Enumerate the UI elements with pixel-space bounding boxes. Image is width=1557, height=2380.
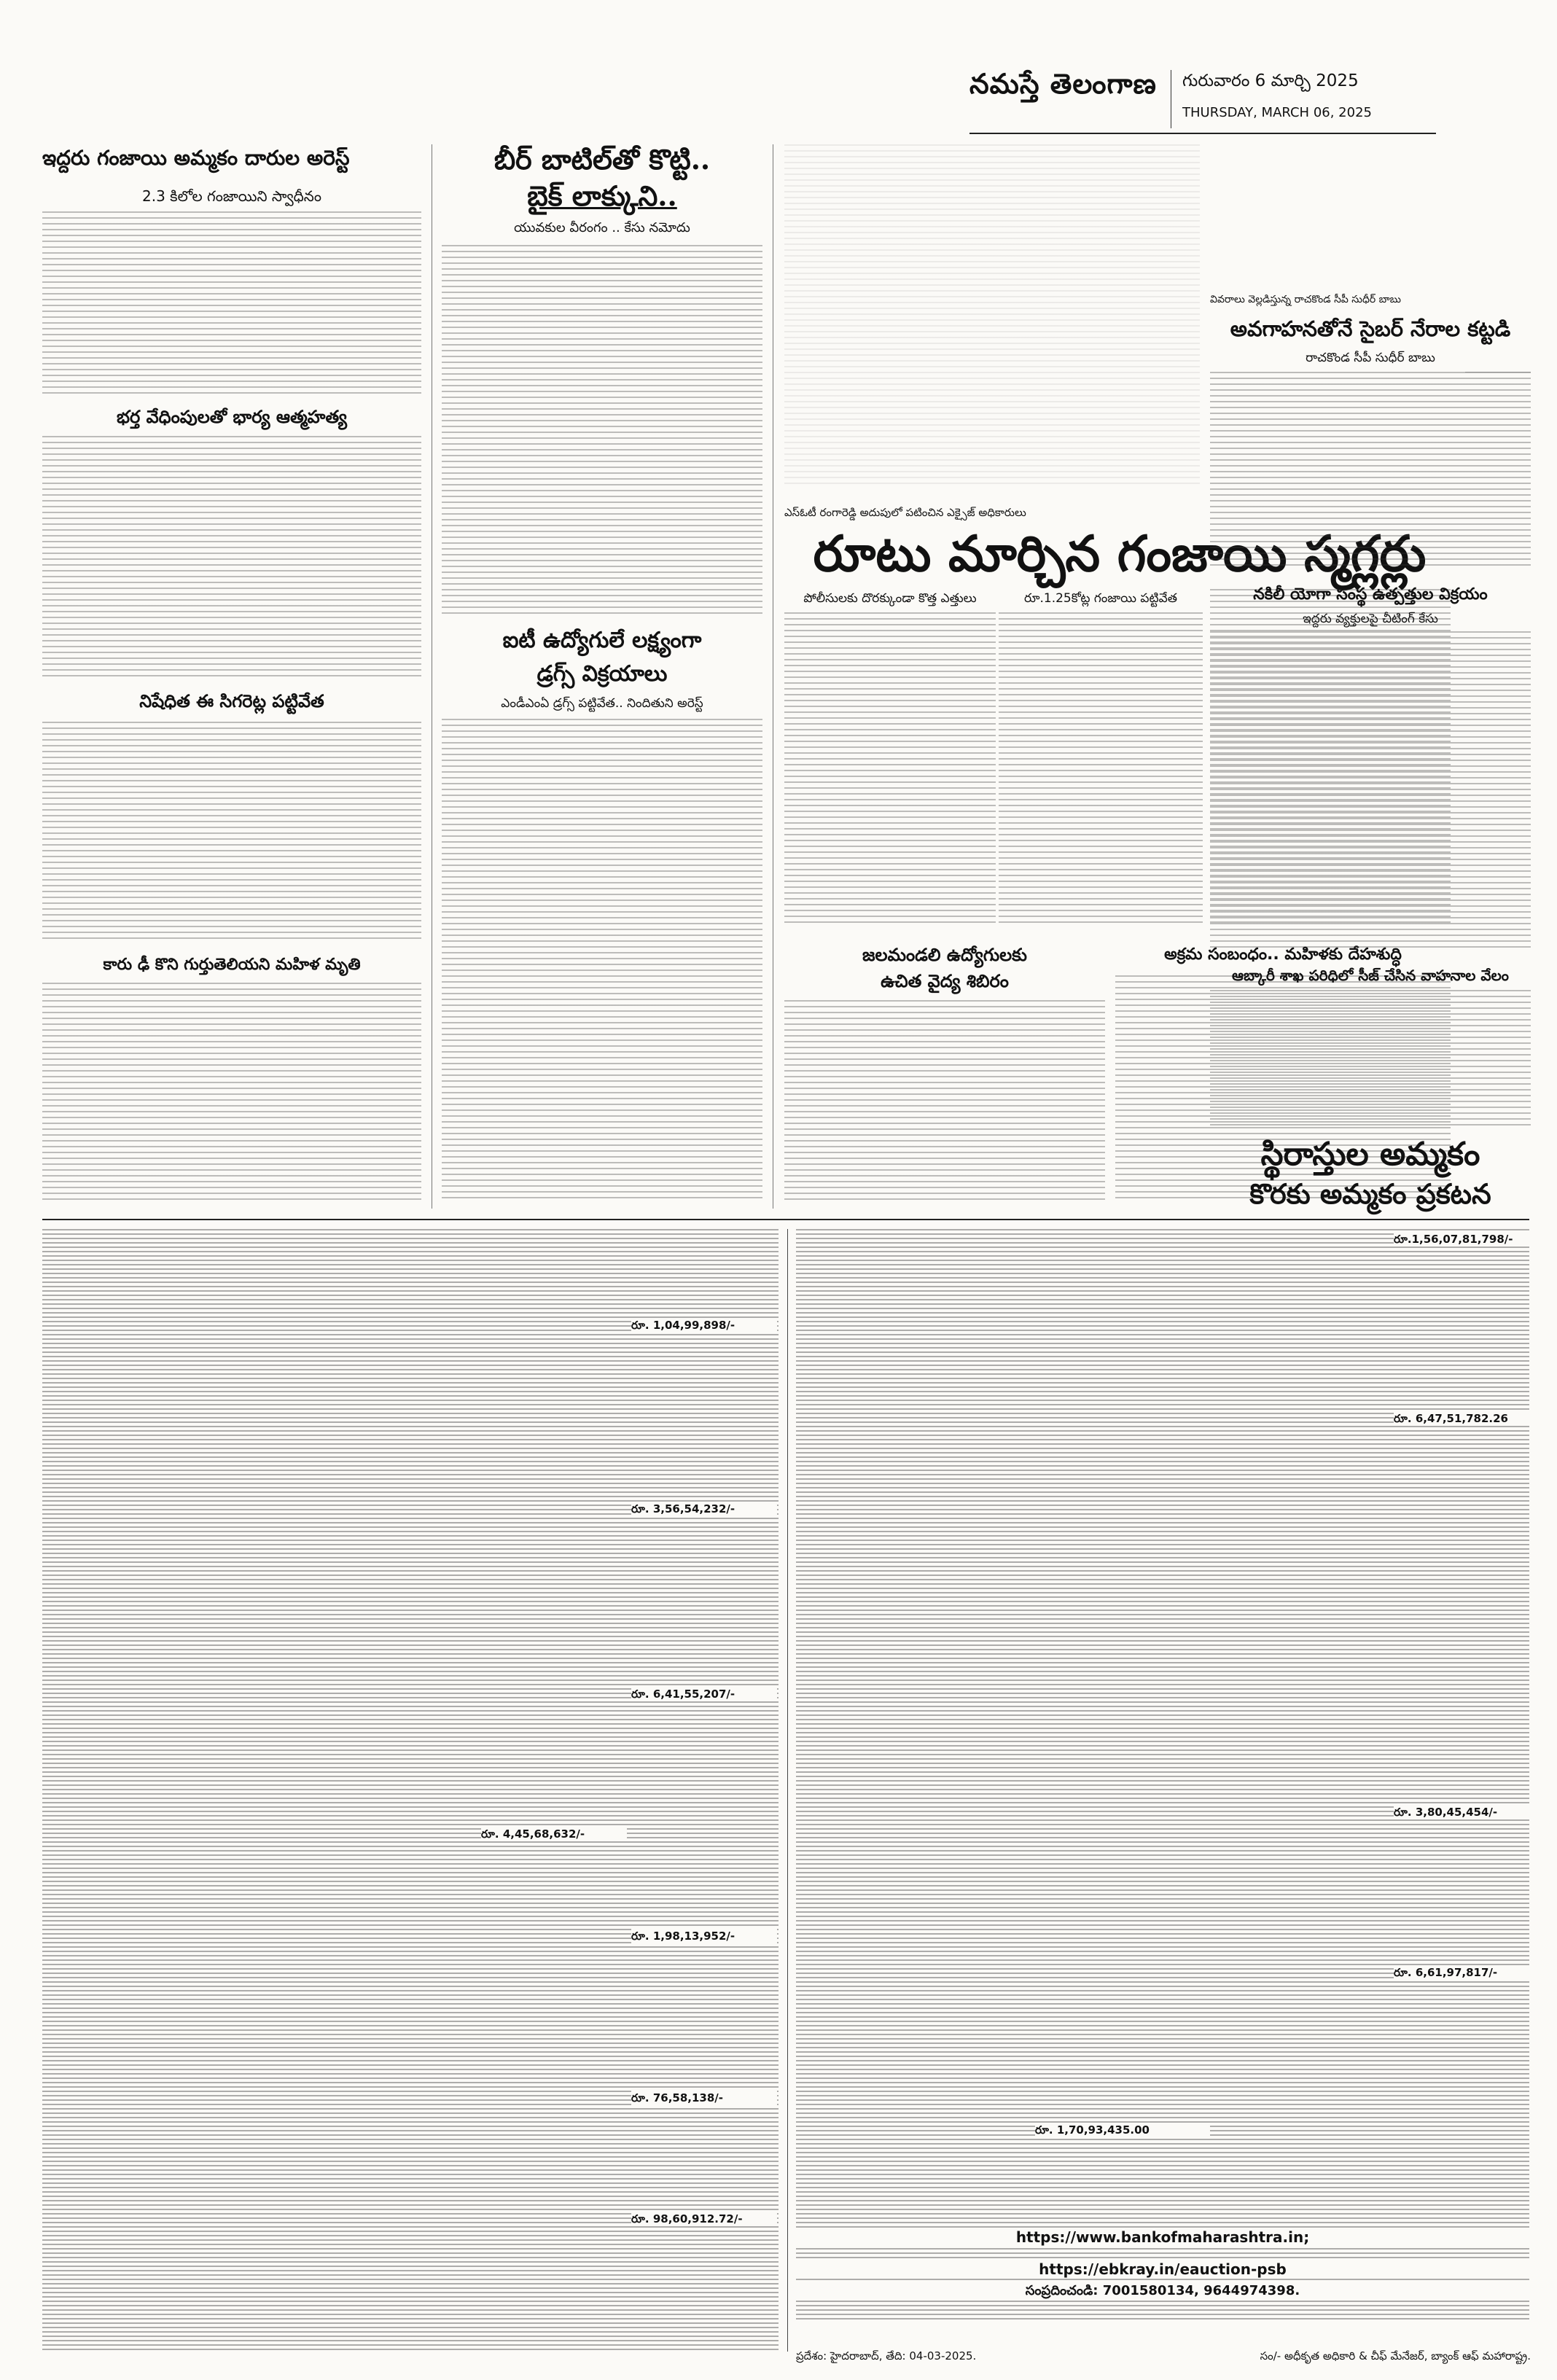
notice-amount-2: రూ. 6,47,51,782.26	[1394, 1411, 1529, 1426]
notice-signature: సం/- అధీకృత అధికారి & చీఫ్ మేనేజర్, బ్యా…	[1137, 2349, 1531, 2363]
notice-eauction-link[interactable]: https://ebkray.in/eauction-psb	[796, 2260, 1529, 2279]
date-telugu: గురువారం 6 మార్చి 2025	[1182, 71, 1359, 90]
medical-camp-body	[784, 1000, 1105, 1200]
drugs-body	[442, 719, 762, 1200]
notice-place-date: ప్రదేశం: హైదరాబాద్, తేది: 04-03-2025.	[796, 2349, 1102, 2363]
notice-amount-8: రూ. 4,45,68,632/-	[481, 1827, 627, 1841]
fake-yoga-headline: నకిలీ యోగా సంస్థ ఉత్పత్తుల విక్రయం	[1253, 585, 1488, 604]
medical-camp-headline-1: జలమండలి ఉద్యోగులకు	[862, 945, 1027, 965]
cyber-kicker: వివరాలు వెల్లడిస్తున్న రాచకొండ సీపీ సుధీ…	[1210, 294, 1401, 305]
cigarettes-body	[42, 722, 421, 940]
drugs-headline-1: ఐటీ ఉద్యోగులే లక్ష్యంగా	[502, 628, 702, 653]
date-english: THURSDAY, MARCH 06, 2025	[1182, 105, 1372, 120]
fake-yoga-body	[1210, 631, 1531, 952]
notice-phone: సంప్రదించండి: 7001580134, 9644974398.	[796, 2282, 1529, 2301]
notice-title-2: కొరకు అమ్మకం ప్రకటన	[1249, 1177, 1491, 1210]
car-accident-headline: కారు ఢీ కొని గుర్తుతెలియని మహిళ మృతి	[103, 956, 361, 974]
excise-auction-body	[1210, 990, 1531, 1127]
notice-amount-5: రూ. 1,04,99,898/-	[631, 1318, 777, 1333]
notice-left-block	[42, 1229, 778, 2352]
main-story-headline: రూటు మార్చిన గంజాయి స్మగ్లర్లు	[813, 525, 1427, 583]
masthead-rule	[969, 133, 1436, 134]
cigarettes-headline: నిషేధిత ఈ సిగరెట్ల పట్టివేత	[139, 691, 324, 711]
notice-amount-7: రూ. 6,41,55,207/-	[631, 1687, 777, 1701]
notice-amount-10: రూ. 76,58,138/-	[631, 2091, 777, 2105]
notice-website-link[interactable]: https://www.bankofmaharashtra.in;	[796, 2228, 1529, 2247]
ganja-arrest-body	[42, 211, 421, 394]
wife-suicide-headline: భర్త వేధింపులతో భార్య ఆత్మహత్య	[117, 407, 347, 427]
main-story-top-area	[784, 144, 1200, 487]
notice-amount-3: రూ. 3,80,45,454/-	[1394, 1805, 1529, 1819]
notice-amount-6: రూ. 3,56,54,232/-	[631, 1502, 777, 1516]
main-story-body-col2	[999, 612, 1203, 926]
beer-bottle-headline-1: బీర్ బాటిల్‌తో కొట్టి..	[493, 143, 711, 176]
main-story-body-col1	[784, 612, 996, 926]
notice-amount-1: రూ.1,56,07,81,798/-	[1394, 1232, 1529, 1246]
excise-auction-headline: ఆబ్కారీ శాఖ పరిధిలో సీజ్ చేసిన వాహనాల వే…	[1232, 967, 1509, 984]
fake-yoga-subhead: ఇద్దరు వ్యక్తులపై చీటింగ్ కేసు	[1303, 612, 1438, 626]
notice-amount-4: రూ. 6,61,97,817/-	[1394, 1965, 1529, 1980]
ganja-arrest-subhead: 2.3 కిలోల గంజాయిని స్వాధీనం	[142, 187, 321, 205]
wife-suicide-body	[42, 436, 421, 676]
cyber-body-text	[1210, 372, 1531, 569]
main-story-sub-right: రూ.1.25కోట్ల గంజాయి పట్టివేత	[1024, 591, 1177, 606]
ganja-arrest-headline: ఇద్దరు గంజాయి అమ్మకం దారుల అరెస్ట్	[42, 146, 350, 170]
affair-body	[1115, 975, 1451, 1200]
notice-amount-11: రూ. 98,60,912.72/-	[631, 2212, 777, 2226]
drugs-headline-2: డ్రగ్స్ విక్రయాలు	[536, 661, 668, 687]
notice-right-block	[796, 1229, 1529, 2322]
beer-bottle-subhead: యువకుల వీరంగం .. కేసు నమోదు	[514, 220, 690, 235]
beer-bottle-body	[442, 245, 762, 617]
paper-name: నమస్తే తెలంగాణ	[969, 67, 1157, 100]
drugs-subhead: ఎండీఎంఏ డ్రగ్స్ పట్టివేత.. నిందితుని అరె…	[501, 696, 703, 711]
beer-bottle-headline-2: బైక్ లాక్కుని..	[527, 179, 677, 212]
cyber-subhead: రాచకొండ సీపీ సుధీర్ బాబు	[1306, 351, 1435, 365]
medical-camp-headline-2: ఉచిత వైద్య శిబిరం	[881, 971, 1009, 991]
main-story-kicker: ఎస్‌ఓటీ రంగారెడ్డి అదుపులో పటించిన ఎక్సై…	[784, 506, 1026, 519]
notice-column-divider	[787, 1229, 788, 2352]
affair-headline: అక్రమ సంబంధం.. మహిళకు దేహశుద్ధి	[1164, 945, 1402, 964]
cyber-headline: అవగాహనతోనే సైబర్ నేరాల కట్టడి	[1230, 316, 1511, 341]
main-story-body-col3	[1210, 589, 1451, 926]
notice-amount-12: రూ. 1,70,93,435.00	[1035, 2123, 1210, 2137]
notice-title-1: స్థిరాస్తుల అమ్మకం	[1260, 1136, 1480, 1173]
notice-top-rule	[42, 1219, 1529, 1220]
main-story-sub-left: పోలీసులకు దొరక్కుండా కొత్త ఎత్తులు	[803, 591, 977, 606]
car-accident-body	[42, 983, 421, 1201]
notice-amount-9: రూ. 1,98,13,952/-	[631, 1929, 777, 1943]
